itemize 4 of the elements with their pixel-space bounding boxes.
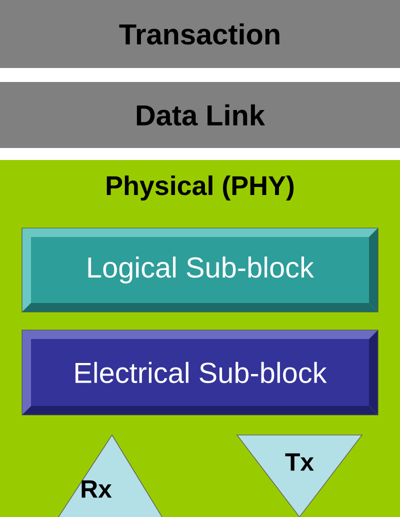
- layer-band: Transaction: [0, 0, 400, 68]
- sub-block-box: Logical Sub-block: [22, 228, 378, 312]
- layer-band: Data Link: [0, 82, 400, 148]
- sub-block-box: Electrical Sub-block: [22, 330, 378, 416]
